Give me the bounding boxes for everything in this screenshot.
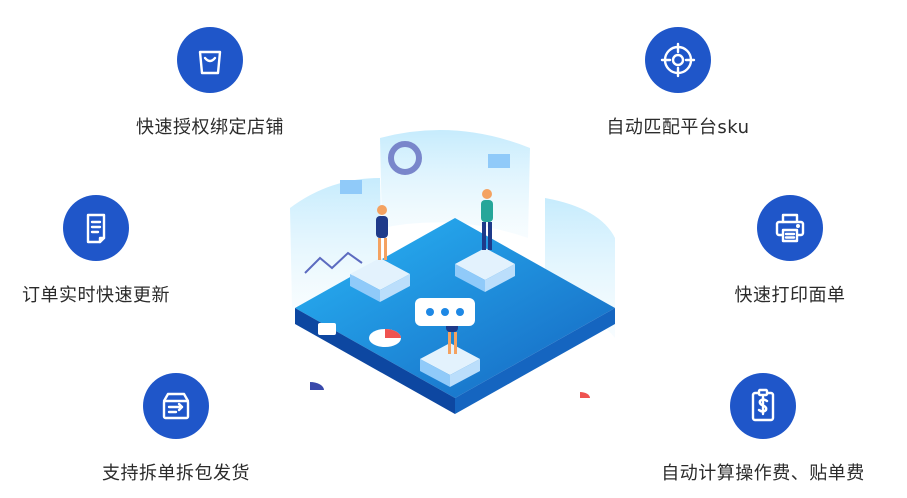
feature-label: 自动计算操作费、贴单费	[661, 463, 865, 484]
feature-label: 快速授权绑定店铺	[136, 117, 284, 138]
platform-side-right	[455, 308, 615, 414]
screen-card	[340, 180, 362, 194]
feature-order-update: 订单实时快速更新	[16, 195, 176, 307]
document-icon	[63, 195, 129, 261]
feature-label: 自动匹配平台sku	[606, 117, 750, 138]
feature-label: 快速打印面单	[734, 285, 846, 306]
box-arrow-icon	[143, 373, 209, 439]
person-figure	[481, 189, 493, 250]
search-card	[318, 323, 336, 335]
shopping-bag-icon	[177, 27, 243, 93]
person-figure	[376, 205, 388, 260]
isometric-platform-illustration	[290, 130, 615, 414]
feature-match-sku: 自动匹配平台sku	[603, 27, 753, 139]
printer-icon	[757, 195, 823, 261]
feature-print-sheet: 快速打印面单	[730, 195, 850, 307]
line-chart-icon	[304, 251, 363, 274]
pedestal	[455, 248, 515, 292]
feature-calc-fees: 自动计算操作费、贴单费	[648, 373, 878, 485]
receipt-dollar-icon	[730, 373, 796, 439]
feature-bind-store: 快速授权绑定店铺	[136, 27, 284, 139]
pedestal	[350, 258, 410, 302]
pedestal	[420, 343, 480, 387]
screen-card	[488, 154, 510, 168]
target-icon	[645, 27, 711, 93]
donut-chart-icon	[388, 141, 422, 175]
feature-label: 订单实时快速更新	[22, 285, 170, 306]
feature-label: 支持拆单拆包发货	[102, 463, 250, 484]
feature-split-order: 支持拆单拆包发货	[96, 373, 256, 485]
